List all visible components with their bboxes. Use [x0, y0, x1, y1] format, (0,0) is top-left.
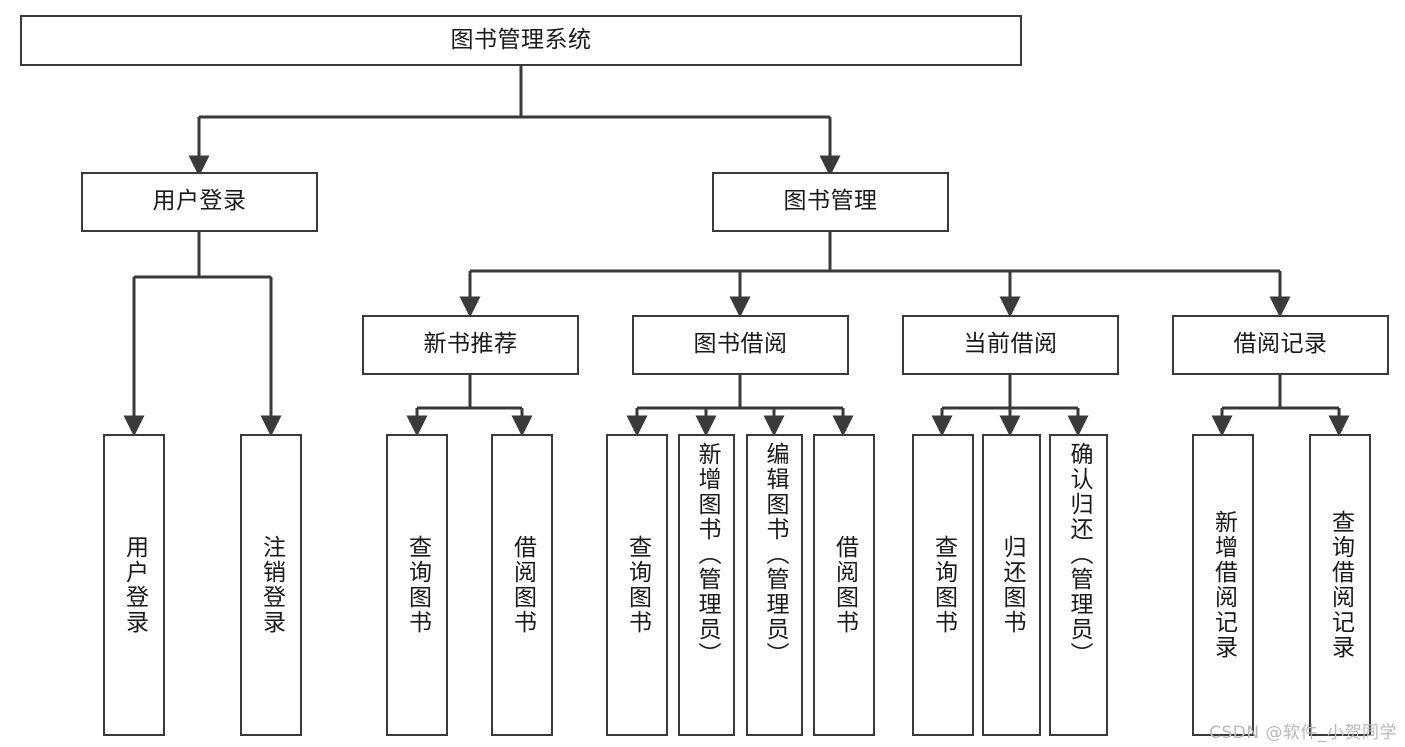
- node-leaf-query-record[interactable]: 查询借阅记录: [1309, 434, 1371, 736]
- node-leaf-borrow-book-1-label: 借阅图书: [509, 535, 536, 635]
- node-current-borrow[interactable]: 当前借阅: [902, 315, 1119, 375]
- node-leaf-logout-login-label: 注销登录: [258, 535, 285, 635]
- node-leaf-query-book-1-label: 查询图书: [404, 535, 431, 635]
- node-book-borrow-label: 图书借阅: [693, 331, 788, 358]
- node-leaf-user-login-label: 用户登录: [121, 535, 148, 635]
- node-leaf-borrow-book-2[interactable]: 借阅图书: [813, 434, 875, 736]
- node-leaf-query-book-2-label: 查询图书: [624, 535, 651, 635]
- node-leaf-edit-book[interactable]: 编辑图书（管理员）: [746, 434, 803, 736]
- node-leaf-add-book[interactable]: 新增图书（管理员）: [678, 434, 735, 736]
- node-new-book-recommend-label: 新书推荐: [423, 331, 518, 358]
- node-new-book-recommend[interactable]: 新书推荐: [362, 315, 579, 375]
- csdn-watermark: CSDN @软件_小贺同学: [1209, 723, 1397, 743]
- node-leaf-query-book-2[interactable]: 查询图书: [606, 434, 668, 736]
- node-leaf-add-record[interactable]: 新增借阅记录: [1192, 434, 1254, 736]
- node-leaf-return-book-label: 归还图书: [999, 535, 1025, 635]
- node-leaf-borrow-book-1[interactable]: 借阅图书: [491, 434, 553, 736]
- node-leaf-query-book-1[interactable]: 查询图书: [386, 434, 448, 736]
- node-leaf-user-login[interactable]: 用户登录: [103, 434, 165, 736]
- node-book-manage-label: 图书管理: [783, 188, 878, 215]
- node-leaf-query-book-3-label: 查询图书: [930, 535, 957, 635]
- node-root-label: 图书管理系统: [450, 26, 592, 53]
- node-current-borrow-label: 当前借阅: [963, 331, 1058, 358]
- node-leaf-confirm-return[interactable]: 确认归还（管理员）: [1049, 434, 1108, 736]
- node-user-login-label: 用户登录: [152, 188, 247, 215]
- node-leaf-query-record-label: 查询借阅记录: [1327, 510, 1354, 660]
- node-leaf-return-book[interactable]: 归还图书: [982, 434, 1041, 736]
- node-leaf-logout-login[interactable]: 注销登录: [240, 434, 302, 736]
- node-borrow-record-label: 借阅记录: [1233, 331, 1328, 358]
- node-borrow-record[interactable]: 借阅记录: [1172, 315, 1389, 375]
- node-leaf-edit-book-label: 编辑图书（管理员）: [762, 442, 788, 667]
- node-book-borrow[interactable]: 图书借阅: [632, 315, 849, 375]
- node-user-login[interactable]: 用户登录: [81, 172, 318, 232]
- node-book-manage[interactable]: 图书管理: [712, 172, 949, 232]
- node-leaf-add-record-label: 新增借阅记录: [1210, 510, 1237, 660]
- node-leaf-query-book-3[interactable]: 查询图书: [912, 434, 974, 736]
- node-leaf-borrow-book-2-label: 借阅图书: [831, 535, 858, 635]
- node-root[interactable]: 图书管理系统: [20, 15, 1022, 66]
- node-leaf-confirm-return-label: 确认归还（管理员）: [1066, 442, 1092, 667]
- node-leaf-add-book-label: 新增图书（管理员）: [694, 442, 720, 667]
